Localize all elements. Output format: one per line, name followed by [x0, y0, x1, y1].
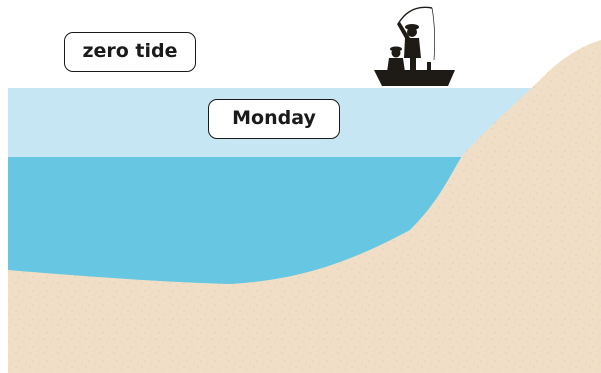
zero-tide-label: zero tide [82, 40, 177, 62]
zero-tide-callout: zero tide [64, 32, 196, 72]
fishing-boat-icon [374, 7, 455, 86]
fisherman-sitting-icon [387, 47, 405, 73]
monday-callout: Monday [208, 99, 340, 139]
monday-label: Monday [232, 107, 316, 129]
